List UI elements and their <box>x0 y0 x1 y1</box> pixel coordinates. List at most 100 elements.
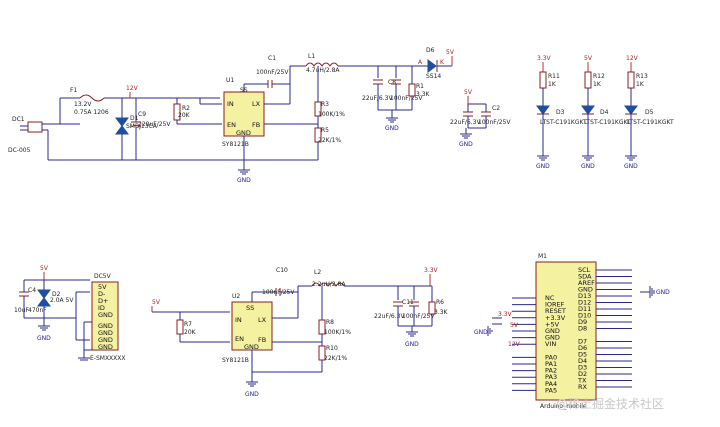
arduino-right-pin-label: D13 <box>578 292 591 300</box>
usb-pin-dp: D+ <box>98 297 108 305</box>
u1-pin-lx: LX <box>252 100 261 108</box>
arduino-left-pin-label: +3.3V <box>545 314 566 322</box>
label-c4: C4 <box>28 287 36 294</box>
label-r2-val: 20K <box>178 112 191 119</box>
label-m1: M1 <box>538 253 547 260</box>
arduino-right-pin-label: D7 <box>578 338 587 346</box>
arduino-left-pins: NCIOREFRESET+3.3V+5VGNDGNDVINPA0PA1PA2PA… <box>512 294 566 394</box>
label-r7-val: 20K <box>184 329 197 336</box>
svg-text:GND: GND <box>581 163 595 170</box>
label-r3-val: 100K/1% <box>318 111 345 118</box>
usb-input-section: 5V C4 10uF 470nF D2 2.0A 5V GND DC5V 5V … <box>14 265 126 362</box>
u1-pin-fb: FB <box>252 121 260 129</box>
svg-text:IN: IN <box>235 316 242 324</box>
label-c5-val: 100nF/25V <box>390 95 423 102</box>
label-r10: R10 <box>326 345 338 352</box>
svg-text:GND: GND <box>536 163 550 170</box>
arduino-right-pin-label: D9 <box>578 318 587 326</box>
svg-text:GND: GND <box>656 289 670 296</box>
usb-pin-gnd2: GND <box>98 322 113 330</box>
label-c11-val: 100nF/25V <box>402 313 435 320</box>
arduino-left-pin-label: NC <box>545 294 555 302</box>
label-d2-val: 2.0A 5V <box>50 297 74 304</box>
label-c8: C8 <box>388 79 396 86</box>
label-ard-3v3: 3.3V <box>498 311 513 318</box>
label-ss14: SS14 <box>426 73 441 80</box>
label-r11-val: 1K <box>548 81 557 88</box>
ic-u1: U1 SS IN LX EN FB GND SY8121B <box>222 77 265 148</box>
arduino-right-pin-label: AREF <box>578 279 595 287</box>
capacitor-c2: C2 22uF/6.3V 100nF/25V <box>450 105 511 126</box>
label-c1-val: 100nF/25V <box>256 69 289 76</box>
resistor-r5: R5 22K/1% <box>314 127 341 144</box>
label-u2: U2 <box>232 293 240 300</box>
arduino-right-pin-label: D11 <box>578 305 591 313</box>
arduino-right-pin-label: D6 <box>578 344 587 352</box>
label-d4-part: LTST-C191KGKT <box>584 119 631 126</box>
label-r12: R12 <box>593 73 605 80</box>
label-c3-val: 100nF/25V <box>478 119 511 126</box>
svg-text:GND: GND <box>405 341 419 348</box>
label-3v3-out: 3.3V <box>424 267 439 274</box>
arduino-left-pin-label: PA2 <box>545 367 557 375</box>
svg-text:SS: SS <box>246 304 254 312</box>
label-c10: C10 <box>276 267 288 274</box>
svg-text:EN: EN <box>235 335 244 343</box>
label-d5-part: LTST-C191KGKT <box>627 119 674 126</box>
u1-pin-in: IN <box>227 100 234 108</box>
label-r13: R13 <box>636 73 648 80</box>
led-d5 <box>624 105 638 115</box>
usb-pin-gnd3: GND <box>98 329 113 337</box>
label-d3: D3 <box>556 109 565 116</box>
resistor-r1: R1 3.3K <box>408 83 431 98</box>
gnd-symbol-out1: GND <box>385 117 399 132</box>
resistor-r2: R2 20K <box>173 98 222 125</box>
label-12v-r13: 12V <box>626 55 639 62</box>
label-c1: C1 <box>268 55 276 62</box>
label-u1: U1 <box>226 77 234 84</box>
led-d4 <box>581 105 595 115</box>
svg-text:GND: GND <box>244 343 259 351</box>
arduino-left-pin-label: GND <box>545 334 560 342</box>
label-u1-part: SY8121B <box>222 141 249 148</box>
label-ard-5v: 5V <box>510 322 519 329</box>
arduino-right-pin-label: RX <box>578 383 588 391</box>
label-c11: C11 <box>402 299 414 306</box>
label-dc1: DC1 <box>12 116 25 123</box>
label-d5: D5 <box>645 109 654 116</box>
label-r8-val: 100K/1% <box>324 329 351 336</box>
usb-pin-dm: D- <box>98 290 106 298</box>
label-r6: R6 <box>436 299 444 306</box>
u1-pin-gnd: GND <box>236 129 251 137</box>
label-r1: R1 <box>416 83 424 90</box>
label-r3: R3 <box>321 101 329 108</box>
svg-text:GND: GND <box>245 391 259 398</box>
arduino-left-pin-label: +5V <box>545 320 560 328</box>
arduino-right-pin-label: D10 <box>578 312 591 320</box>
resistor-r13 <box>627 71 635 89</box>
svg-text:LX: LX <box>258 316 267 324</box>
arduino-right-pin-label: TX <box>577 377 587 385</box>
u1-pin-en: EN <box>227 121 236 129</box>
label-l1: L1 <box>308 53 315 60</box>
svg-text:GND: GND <box>474 329 488 336</box>
arduino-left-pin-label: RESET <box>545 307 566 315</box>
label-5v-top: 5V <box>446 49 455 56</box>
label-c9-val: 220uF/25V <box>138 121 171 128</box>
label-f1: F1 <box>70 87 77 94</box>
arduino-left-pin-label: GND <box>545 327 560 335</box>
usb-pin-5v: 5V <box>98 283 107 291</box>
buck-u2-section: 5V R7 20K U2 SS IN LX EN FB GND SY8121B … <box>151 267 449 398</box>
dc-jack-dc1: DC1 DC-005 <box>8 116 43 154</box>
label-dc005: DC-005 <box>8 147 31 154</box>
watermark: @稀土掘金技术社区 <box>556 396 664 411</box>
label-5v-c2: 5V <box>464 89 473 96</box>
usb-pin-gnd5: GND <box>98 343 113 351</box>
label-l1-val: 4.7uH/2.8A <box>306 67 340 74</box>
label-c47-val: 470nF <box>28 307 47 314</box>
resistor-r12 <box>584 71 592 89</box>
label-3v3-r11: 3.3V <box>537 55 552 62</box>
arduino-left-pin-label: PA4 <box>545 380 557 388</box>
label-r5-val: 22K/1% <box>318 137 341 144</box>
